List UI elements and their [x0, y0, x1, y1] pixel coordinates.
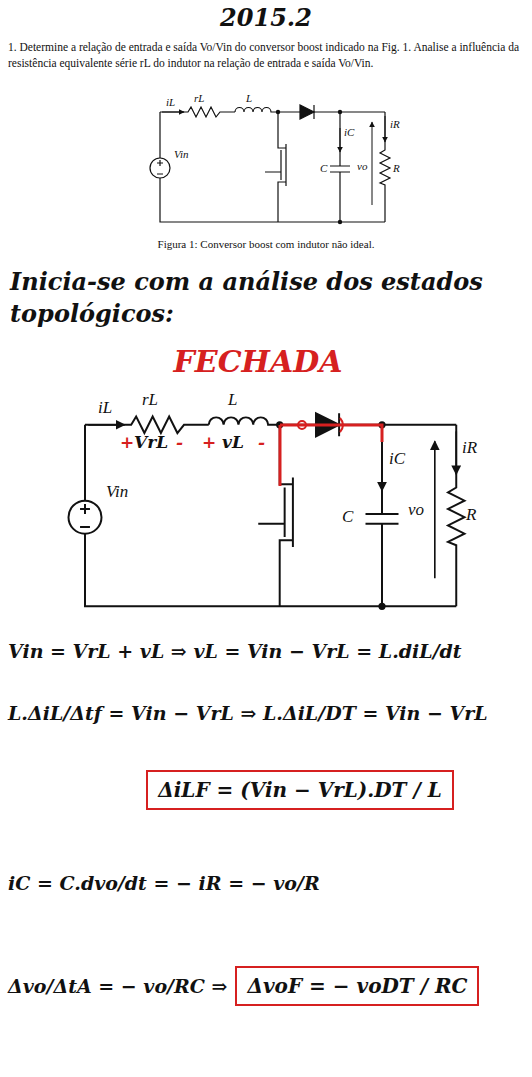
result-equation: ΔvoF = − voDT / RC — [247, 974, 467, 998]
page-title: 2015.2 — [220, 4, 312, 33]
boxed-result: ΔiLF = (Vin − VrL).DT / L — [146, 770, 454, 810]
problem-statement: 1. Determine a relação de entrada e saíd… — [8, 40, 524, 71]
component-name: rL — [194, 92, 204, 105]
signal-name: iL — [98, 398, 112, 418]
signal-name: vo — [408, 500, 424, 520]
equation: Δvo/ΔtA = − vo/RC ⇒ — [8, 975, 227, 998]
highlighted-path — [280, 418, 382, 486]
component-name: rL — [142, 390, 158, 410]
signal-name: iR — [390, 118, 400, 131]
equation: iC = C.dvo/dt = − iR = − vo/R — [8, 872, 320, 895]
equation: Vin = VrL + vL ⇒ vL = Vin − VrL = L.diL/… — [8, 640, 462, 663]
signal-name: iC — [344, 126, 354, 139]
handwritten-note: Inicia-se com a análise dos estados topo… — [10, 266, 520, 331]
polarity-sign: - — [258, 432, 265, 452]
component-name: R — [393, 162, 400, 175]
signal-name: iC — [389, 449, 405, 469]
signal-name: iR — [462, 438, 477, 458]
polarity-sign: + — [202, 432, 216, 452]
polarity-sign: - — [176, 432, 183, 452]
component-name: C — [342, 507, 353, 527]
signal-name: iL — [166, 96, 175, 109]
boxed-result: ΔvoF = − voDT / RC — [235, 966, 479, 1006]
state-heading: FECHADA — [174, 344, 343, 380]
signal-name: VrL — [134, 432, 168, 452]
signal-name: Vin — [174, 148, 188, 161]
polarity-sign: + — [120, 432, 134, 452]
component-name: L — [246, 92, 252, 105]
signal-name: vo — [357, 160, 367, 173]
signal-name: Vin — [106, 482, 128, 502]
figure-1-circuit — [150, 105, 390, 224]
figure-caption: Figura 1: Conversor boost com indutor nã… — [158, 238, 375, 251]
component-name: R — [466, 505, 476, 525]
component-name: C — [320, 162, 327, 175]
closed-state-circuit — [69, 413, 465, 609]
component-name: L — [228, 390, 237, 410]
equation: L.ΔiL/Δtf = Vin − VrL ⇒ L.ΔiL/DT = Vin −… — [8, 702, 488, 725]
signal-name: vL — [222, 432, 244, 452]
result-equation: ΔiLF = (Vin − VrL).DT / L — [158, 778, 442, 802]
